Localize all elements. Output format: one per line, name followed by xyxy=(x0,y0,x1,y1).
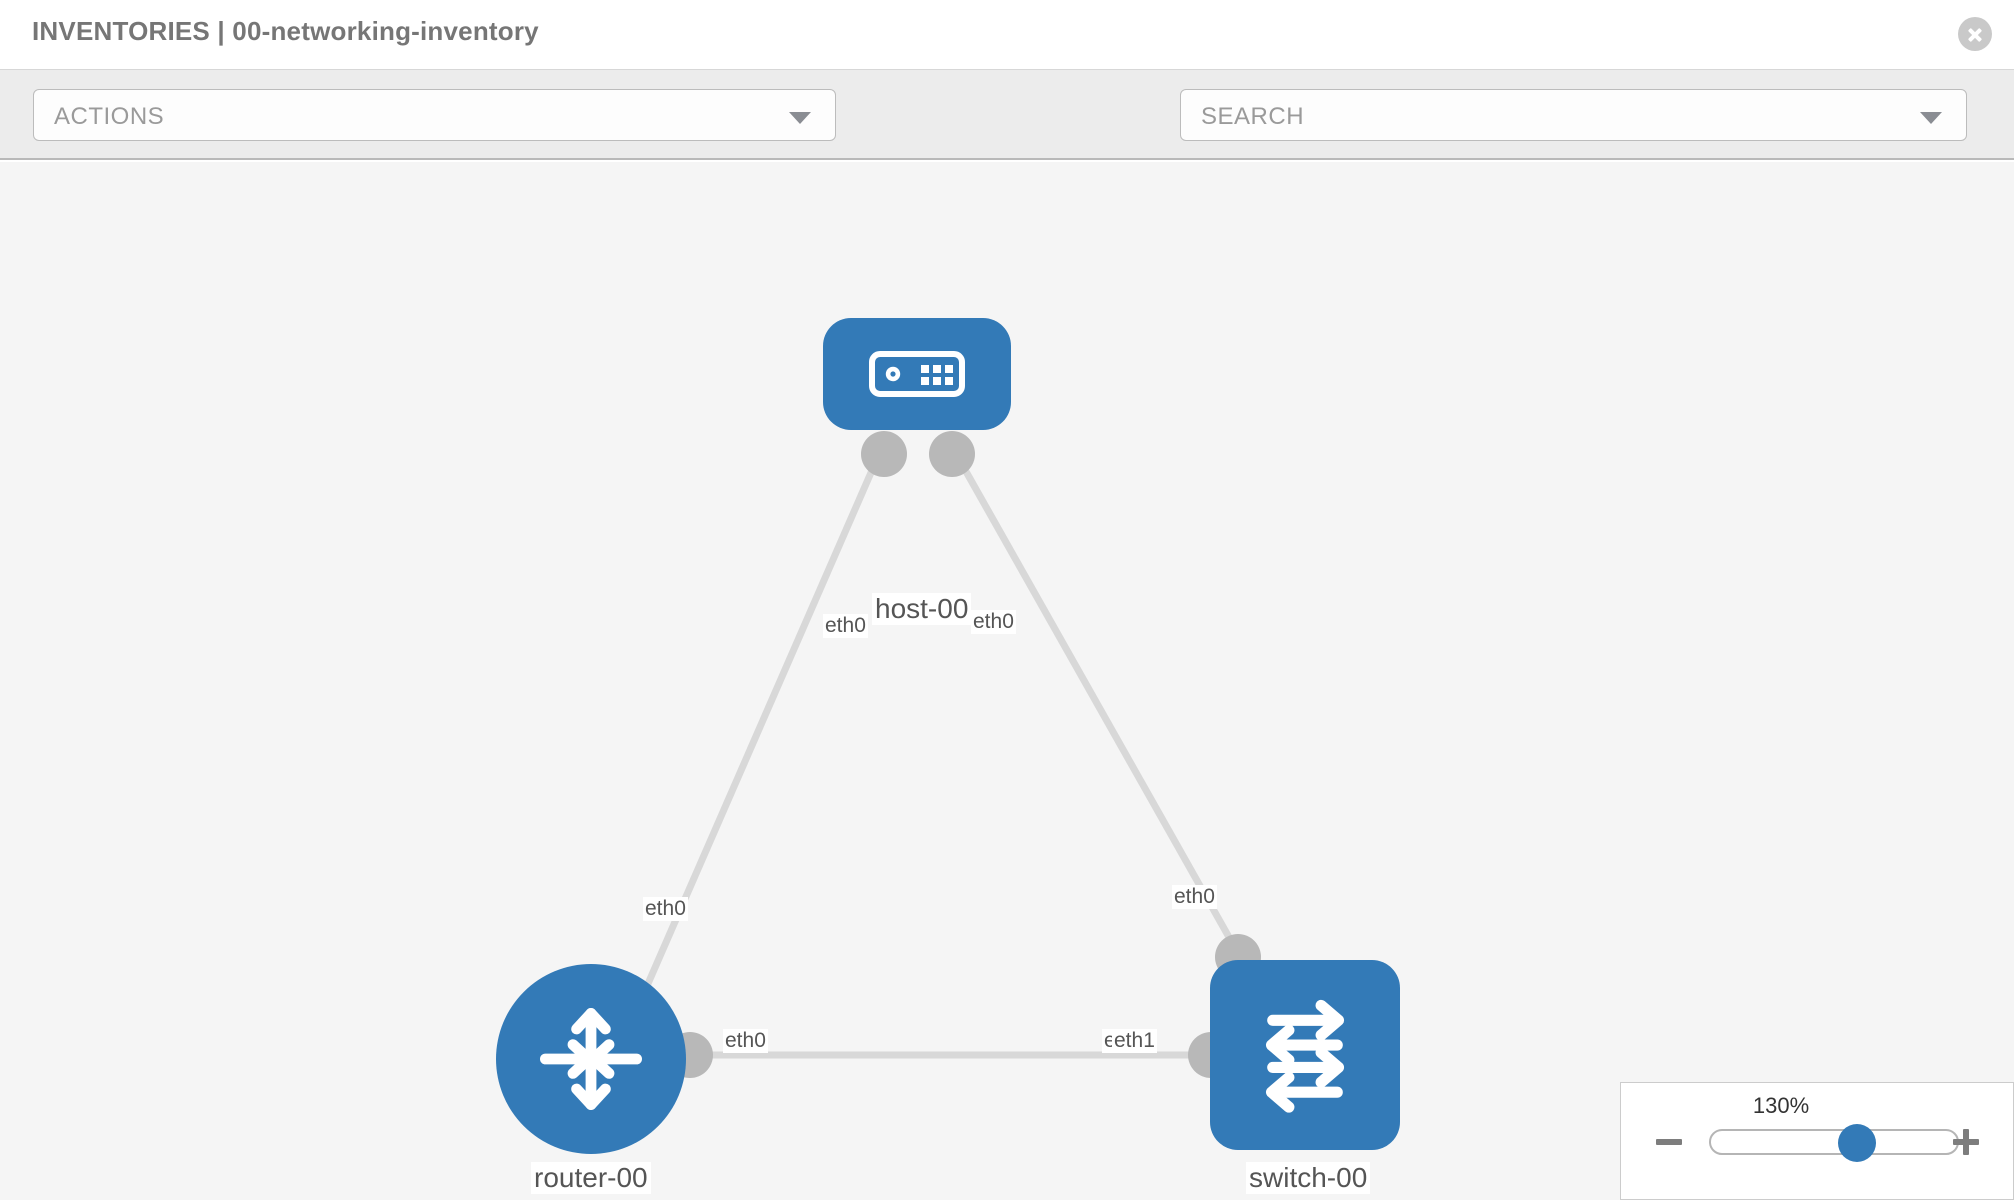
minus-icon[interactable] xyxy=(1654,1127,1684,1157)
port-label-switch-uplink: eth0 xyxy=(1172,885,1217,909)
chevron-down-icon[interactable] xyxy=(1920,112,1942,124)
toolbar: ACTIONS SEARCH xyxy=(0,70,2014,204)
chevron-down-icon xyxy=(789,112,811,124)
zoom-slider[interactable] xyxy=(1709,1124,1959,1162)
search-placeholder: SEARCH xyxy=(1201,103,1305,130)
link-host-switch[interactable] xyxy=(951,450,1247,964)
page-header: INVENTORIES | 00-networking-inventory xyxy=(0,0,2014,70)
node-label-host-00: host-00 xyxy=(872,593,972,625)
node-label-switch-00: switch-00 xyxy=(1246,1162,1371,1194)
port-label-router-uplink: eth0 xyxy=(643,897,688,921)
actions-dropdown[interactable]: ACTIONS xyxy=(33,89,836,141)
node-host-00[interactable] xyxy=(823,318,1011,430)
close-icon[interactable] xyxy=(1958,17,1992,51)
search-input[interactable]: SEARCH xyxy=(1180,89,1967,141)
port-connector[interactable] xyxy=(861,431,907,477)
port-label-host-left: eth0 xyxy=(823,614,868,638)
switch-arrows-icon xyxy=(1265,999,1345,1113)
node-router-00[interactable] xyxy=(496,964,686,1154)
port-label-switch-mid-front: eth1 xyxy=(1112,1029,1157,1053)
actions-dropdown-label: ACTIONS xyxy=(54,103,165,130)
server-icon xyxy=(869,351,965,397)
page-title: INVENTORIES | 00-networking-inventory xyxy=(32,16,539,46)
node-switch-00[interactable] xyxy=(1210,960,1400,1150)
zoom-control-panel: 130% xyxy=(1620,1082,2014,1200)
zoom-level-value: 130% xyxy=(1752,1093,1810,1118)
plus-icon[interactable] xyxy=(1951,1127,1981,1157)
topology-links-layer xyxy=(636,431,1261,1078)
zoom-slider-thumb[interactable] xyxy=(1838,1124,1877,1162)
node-label-router-00: router-00 xyxy=(531,1162,651,1194)
port-label-router-mid: eth0 xyxy=(723,1029,768,1053)
port-connector[interactable] xyxy=(929,431,975,477)
router-arrows-icon xyxy=(540,1008,642,1110)
port-label-host-right: eth0 xyxy=(971,610,1016,634)
topology-canvas[interactable]: host-00 router-00 xyxy=(0,162,2014,1200)
